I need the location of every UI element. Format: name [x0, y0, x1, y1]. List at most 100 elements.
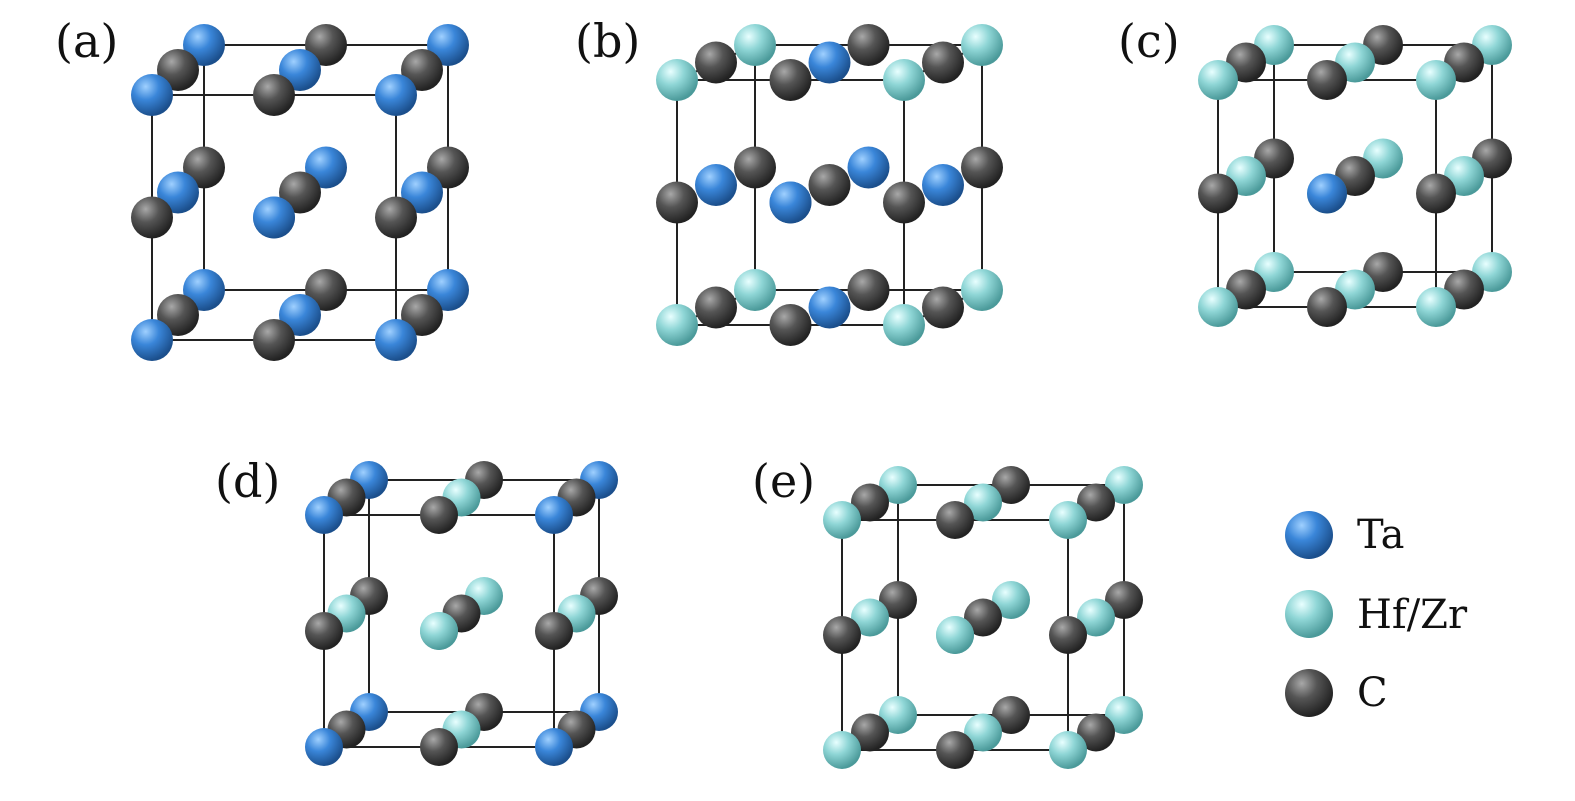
- cell-b: [656, 24, 1003, 346]
- atom-c: [401, 49, 443, 91]
- legend-label-c: C: [1357, 670, 1388, 716]
- cell-a: [131, 24, 469, 361]
- atom-ta: [535, 496, 573, 534]
- atom-ta: [131, 319, 173, 361]
- atom-c: [992, 696, 1030, 734]
- atom-c: [1416, 173, 1456, 214]
- panel-label-e: (e): [752, 454, 816, 508]
- atom-c: [734, 146, 776, 189]
- atom-c: [922, 286, 964, 329]
- atom-ta: [305, 496, 343, 534]
- atom-ta: [427, 269, 469, 311]
- atom-c: [922, 41, 964, 84]
- atom-c: [883, 181, 925, 224]
- atom-ta: [847, 146, 890, 189]
- atom-c: [961, 146, 1003, 189]
- atom-c: [964, 598, 1002, 637]
- panel-label-b: (b): [575, 14, 641, 68]
- atom-c: [936, 501, 974, 539]
- atom-c: [769, 59, 812, 101]
- atom-c: [131, 196, 173, 239]
- atom-hfzr: [734, 24, 776, 66]
- atom-hfzr: [964, 713, 1002, 752]
- legend-swatch-hfzr: [1285, 590, 1333, 638]
- atom-hfzr: [961, 24, 1003, 66]
- atom-c: [851, 483, 889, 522]
- atom-hfzr: [851, 598, 889, 637]
- atom-ta: [375, 319, 417, 361]
- atom-ta: [769, 181, 812, 224]
- atom-ta: [305, 728, 343, 766]
- atom-hfzr: [1105, 696, 1143, 734]
- atom-c: [1307, 287, 1347, 327]
- atom-ta: [808, 286, 851, 329]
- cell-c: [1198, 25, 1512, 327]
- atom-c: [253, 74, 295, 116]
- atom-c: [253, 319, 295, 361]
- atom-c: [936, 731, 974, 769]
- atom-c: [305, 612, 343, 650]
- atom-hfzr: [823, 501, 861, 539]
- atom-ta: [1307, 173, 1347, 214]
- legend-swatch-ta: [1285, 511, 1333, 559]
- atom-c: [427, 146, 469, 189]
- atom-hfzr: [1049, 731, 1087, 769]
- legend: [1285, 511, 1333, 717]
- atom-hfzr: [1077, 598, 1115, 637]
- atom-c: [695, 41, 737, 84]
- legend-swatch-c: [1285, 669, 1333, 717]
- atom-hfzr: [1198, 287, 1238, 327]
- atom-c: [1198, 173, 1238, 214]
- atom-c: [808, 164, 851, 206]
- atom-c: [695, 286, 737, 329]
- atom-c: [847, 269, 890, 311]
- atom-ta: [253, 196, 295, 239]
- atom-hfzr: [879, 466, 917, 504]
- atom-c: [851, 713, 889, 752]
- atom-hfzr: [961, 269, 1003, 311]
- panel-label-d: (d): [215, 454, 281, 508]
- atom-ta: [535, 728, 573, 766]
- atom-ta: [183, 269, 225, 311]
- atom-hfzr: [1049, 501, 1087, 539]
- atom-c: [183, 146, 225, 189]
- panel-label-c: (c): [1118, 14, 1180, 68]
- atom-ta: [808, 41, 851, 84]
- atom-c: [1077, 713, 1115, 752]
- atom-hfzr: [879, 696, 917, 734]
- atom-hfzr: [420, 612, 458, 650]
- atom-hfzr: [883, 304, 925, 346]
- atom-hfzr: [1416, 287, 1456, 327]
- atom-c: [375, 196, 417, 239]
- atom-c: [157, 294, 199, 336]
- legend-label-ta: Ta: [1357, 512, 1405, 558]
- atom-c: [992, 466, 1030, 504]
- atom-hfzr: [823, 731, 861, 769]
- atom-c: [305, 24, 347, 66]
- atom-ta: [695, 164, 737, 206]
- atom-ta: [401, 171, 443, 214]
- atom-c: [1307, 60, 1347, 100]
- atom-hfzr: [964, 483, 1002, 522]
- atom-c: [420, 728, 458, 766]
- atom-hfzr: [1198, 60, 1238, 100]
- atom-hfzr: [734, 269, 776, 311]
- atom-c: [420, 496, 458, 534]
- cell-d: [305, 461, 618, 766]
- atom-ta: [157, 171, 199, 214]
- atom-ta: [922, 164, 964, 206]
- atom-ta: [279, 49, 321, 91]
- atom-c: [279, 171, 321, 214]
- atom-hfzr: [1105, 466, 1143, 504]
- atom-c: [535, 612, 573, 650]
- atom-c: [656, 181, 698, 224]
- atom-c: [1077, 483, 1115, 522]
- atom-c: [157, 49, 199, 91]
- cell-e: [823, 466, 1143, 769]
- atom-c: [847, 24, 890, 66]
- atom-c: [769, 304, 812, 346]
- atom-c: [401, 294, 443, 336]
- atom-hfzr: [883, 59, 925, 101]
